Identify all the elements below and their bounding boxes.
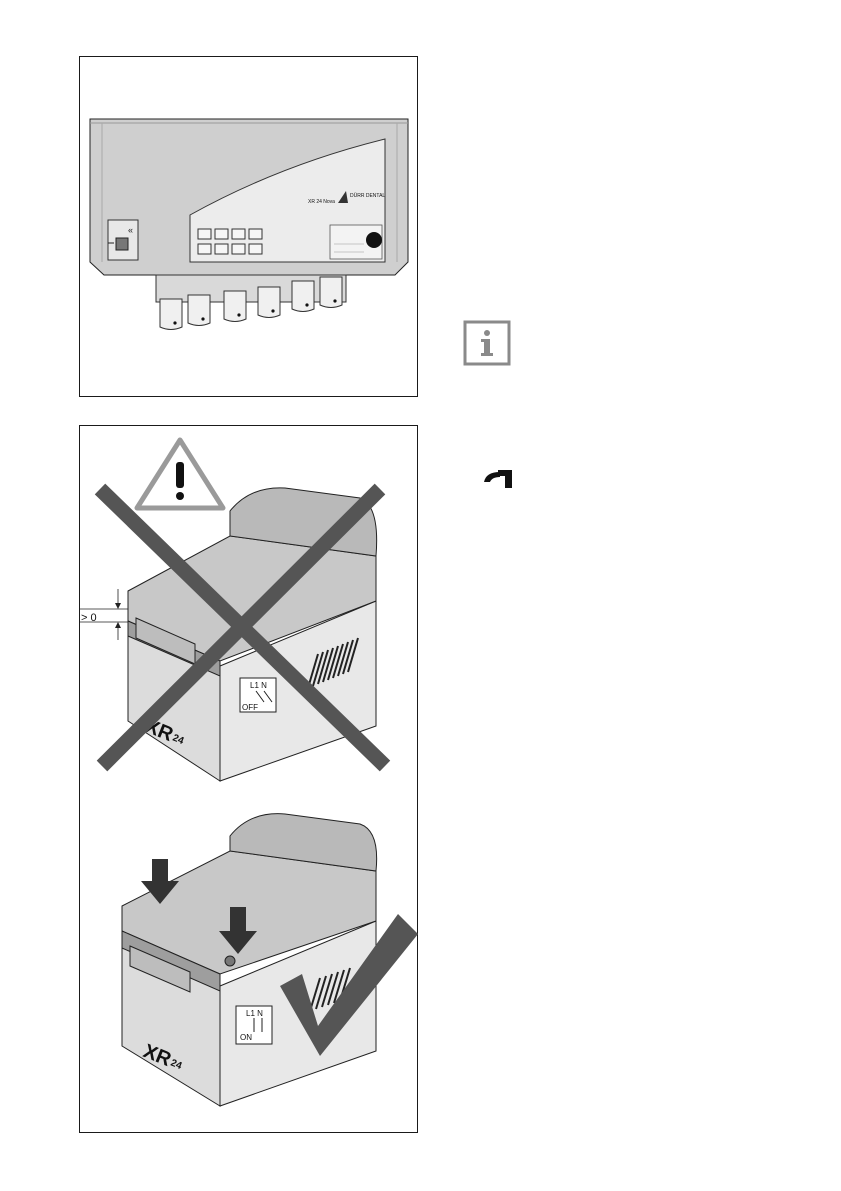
cover-closing-drawing: L1 N OFF XR 24 > 0 [80, 426, 419, 1134]
control-panel-drawing: XR 24 Nova DÜRR DENTAL « [80, 57, 419, 398]
figure-control-panel: XR 24 Nova DÜRR DENTAL « [79, 56, 418, 397]
device-cover-closed: L1 N ON XR 24 [122, 814, 377, 1106]
figure-cover-closing: L1 N OFF XR 24 > 0 [79, 425, 418, 1133]
power-knob[interactable] [366, 232, 382, 248]
switch-off-top-label: L1 N [250, 681, 267, 690]
gap-label: > 0 [81, 612, 97, 624]
switch-on-label: ON [240, 1033, 252, 1042]
water-tap-icon [478, 468, 514, 490]
chevron-left-icon: « [128, 225, 133, 235]
switch-on-top-label: L1 N [246, 1009, 263, 1018]
switch-off-label: OFF [242, 703, 258, 712]
panel-brand-text: DÜRR DENTAL [350, 192, 385, 199]
feed-button[interactable] [116, 238, 128, 250]
info-icon [463, 320, 511, 366]
panel-model-text: XR 24 Nova [308, 199, 335, 205]
warning-triangle-icon [137, 440, 223, 508]
